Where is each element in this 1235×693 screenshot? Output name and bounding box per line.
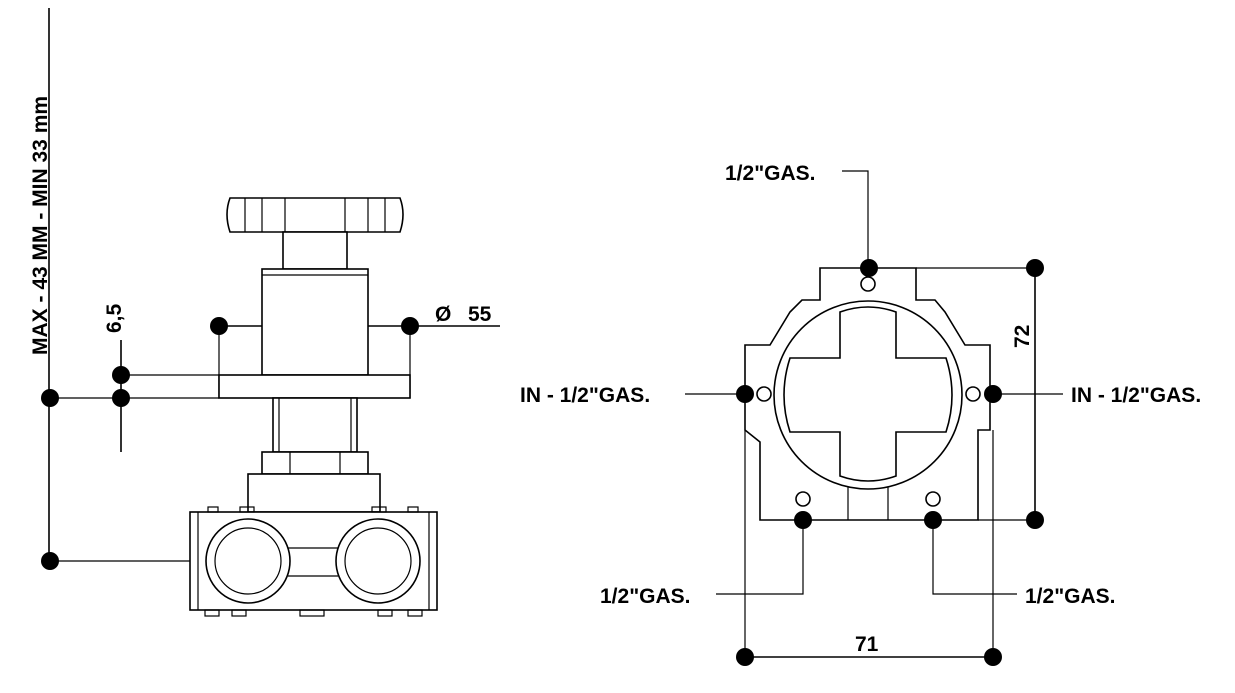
diameter-symbol: Ø: [435, 303, 451, 326]
height-label: MAX - 43 MM - MIN 33 mm: [29, 96, 52, 355]
dimension-dot: [1026, 511, 1044, 529]
leader-line: [842, 170, 869, 268]
bottom-left-port-label: 1/2"GAS.: [600, 585, 691, 608]
valve-shaft: [272, 397, 358, 453]
width-71-label: 71: [855, 633, 879, 656]
left-inlet-label: IN - 1/2"GAS.: [520, 384, 650, 407]
screw-hole: [925, 491, 941, 507]
flange-plate: [218, 374, 411, 399]
handle-knob: [226, 197, 404, 233]
right-inlet-label: IN - 1/2"GAS.: [1071, 384, 1201, 407]
front-view: 1/2"GAS. 72 IN - 1/2"GAS. IN - 1/2"GAS. …: [520, 162, 1201, 666]
bottom-right-port-label: 1/2"GAS.: [1025, 585, 1116, 608]
dimension-dot: [1026, 259, 1044, 277]
top-port-label: 1/2"GAS.: [725, 162, 816, 185]
dimension-dot: [924, 511, 942, 529]
dimension-dot: [794, 511, 812, 529]
screw-hole: [860, 276, 876, 292]
cross-handle: [783, 306, 953, 482]
dimension-dot: [41, 552, 59, 570]
dimension-dot: [984, 648, 1002, 666]
leader-line: [716, 520, 804, 595]
screw-hole: [965, 386, 981, 402]
dimension-dot: [984, 385, 1002, 403]
leader-line: [932, 520, 1017, 595]
inlet-port-left: [205, 518, 291, 604]
diameter-label: 55: [468, 303, 492, 326]
dimension-dot: [736, 648, 754, 666]
hex-nut: [261, 451, 369, 475]
side-view: MAX - 43 MM - MIN 33 mm 6,5 Ø 55: [29, 8, 500, 617]
dimension-dot: [401, 317, 419, 335]
valve-cylinder: [261, 268, 369, 376]
dimension-dot: [112, 366, 130, 384]
screw-hole: [756, 386, 772, 402]
dimension-dot: [860, 259, 878, 277]
dimension-dot: [736, 385, 754, 403]
handle-stem: [282, 231, 348, 270]
height-72-label: 72: [1011, 325, 1034, 348]
screw-hole: [795, 491, 811, 507]
dimension-dot: [41, 389, 59, 407]
dimension-dot: [210, 317, 228, 335]
inlet-port-right: [335, 518, 421, 604]
dimension-dot: [112, 389, 130, 407]
valve-neck: [247, 473, 381, 513]
thickness-label: 6,5: [103, 303, 126, 333]
